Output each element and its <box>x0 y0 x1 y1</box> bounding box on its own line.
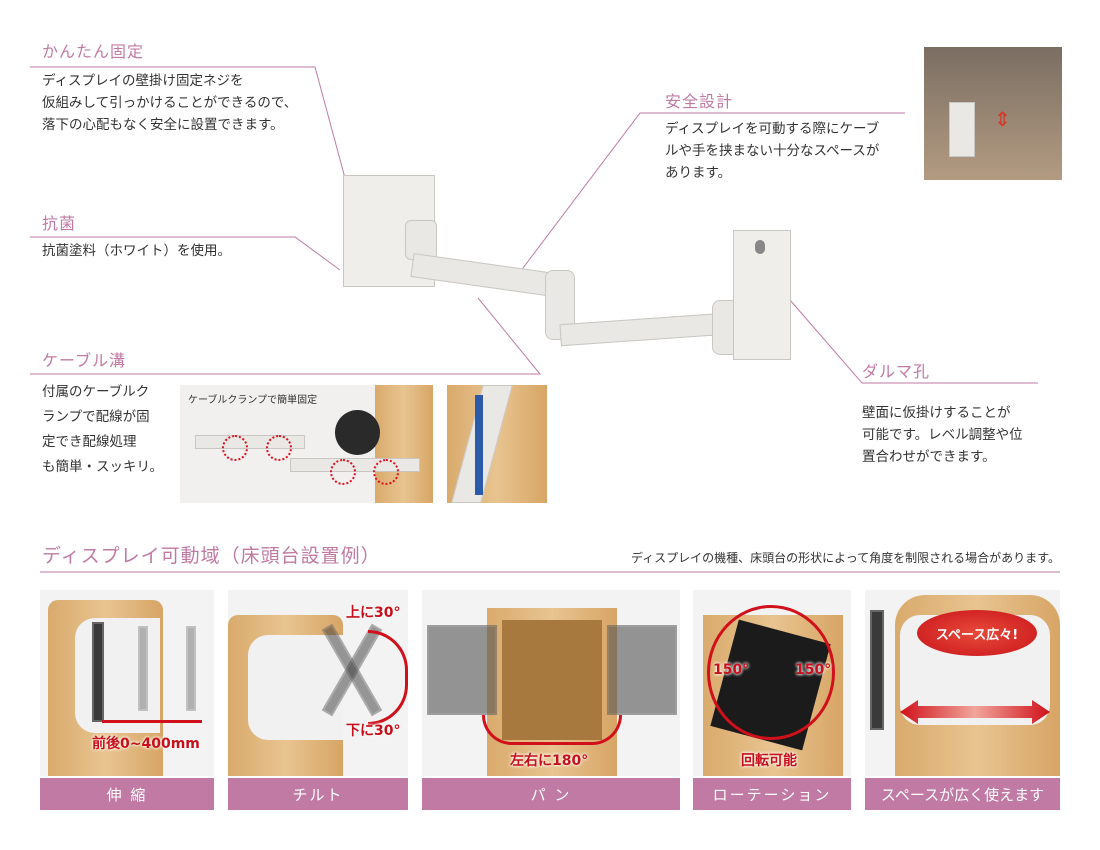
text-line: 置合わせができます。 <box>862 449 996 465</box>
clamp-marker <box>266 435 292 461</box>
label-space: スペースが広く使えます <box>865 778 1060 810</box>
panel-extension-photo: 前後0~400mm <box>40 590 214 776</box>
annotation: 上に30° <box>346 605 401 621</box>
cable-groove-photo <box>447 385 547 503</box>
annotation: 回転可能 <box>741 753 797 769</box>
daruma-heading: ダルマ孔 <box>862 362 931 381</box>
up-down-arrow-icon: ⇕ <box>994 107 1011 131</box>
antibacterial-heading: 抗菌 <box>42 214 77 233</box>
annotation: 150° <box>713 662 750 678</box>
clamp-marker <box>330 459 356 485</box>
label-extension: 伸 縮 <box>40 778 214 810</box>
text-line: ディスプレイを可動する際にケーブ <box>665 121 880 137</box>
text-line: 仮組みして引っかけることができるので、 <box>42 95 298 111</box>
range-section-title: ディスプレイ可動域（床頭台設置例） <box>42 545 381 567</box>
cable-heading: ケーブル溝 <box>42 351 127 370</box>
clamp-marker <box>373 459 399 485</box>
range-section-note: ディスプレイの機種、床頭台の形状によって角度を制限される場合があります。 <box>630 551 1060 565</box>
panel-rotation-photo: 150° 150° 回転可能 <box>693 590 851 776</box>
cable-clamp-photo: ケーブルクランプで簡単固定 <box>180 385 433 503</box>
label-pan: パ ン <box>422 778 680 810</box>
text-line: も簡単・スッキリ。 <box>42 459 163 475</box>
annotation: 左右に180° <box>510 753 589 769</box>
cable-clamp-caption: ケーブルクランプで簡単固定 <box>188 395 318 406</box>
safety-heading: 安全設計 <box>665 92 734 111</box>
annotation: スペース広々! <box>917 610 1037 656</box>
text-line: 付属のケーブルク <box>42 384 150 400</box>
text-line: 定でき配線処理 <box>42 434 137 450</box>
text-line: 壁面に仮掛けすることが <box>862 405 1011 421</box>
text-line: あります。 <box>665 165 732 181</box>
label-rotation: ローテーション <box>693 778 851 810</box>
antibacterial-text: 抗菌塗料（ホワイト）を使用。 <box>42 243 231 259</box>
panel-pan-photo: 左右に180° <box>422 590 680 776</box>
annotation: 前後0~400mm <box>92 736 200 752</box>
text-line: ルや手を挟まない十分なスペースが <box>665 143 880 159</box>
text-line: 落下の心配もなく安全に設置できます。 <box>42 117 284 133</box>
clamp-marker <box>222 435 248 461</box>
panel-space-photo: スペース広々! <box>865 590 1060 776</box>
keyhole-icon <box>755 240 765 254</box>
annotation: 150° <box>795 662 832 678</box>
annotation: 下に30° <box>346 723 401 739</box>
text-line: ランプで配線が固 <box>42 409 150 425</box>
panel-tilt-photo: 上に30° 下に30° <box>228 590 408 776</box>
daruma-text: 壁面に仮掛けすることが 可能です。レベル調整や位 置合わせができます。 <box>862 402 1023 468</box>
label-tilt: チルト <box>228 778 408 810</box>
safety-text: ディスプレイを可動する際にケーブ ルや手を挟まない十分なスペースが あります。 <box>665 118 879 184</box>
text-line: 可能です。レベル調整や位 <box>862 427 1023 443</box>
cable-text: 付属のケーブルク ランプで配線が固 定でき配線処理 も簡単・スッキリ。 <box>42 380 163 480</box>
easy-fix-heading: かんたん固定 <box>42 42 145 61</box>
clamp-callout <box>335 410 380 455</box>
safety-photo: ⇕ <box>924 47 1062 180</box>
text-line: ディスプレイの壁掛け固定ネジを <box>42 73 244 89</box>
easy-fix-text: ディスプレイの壁掛け固定ネジを 仮組みして引っかけることができるので、 落下の心… <box>42 70 297 136</box>
